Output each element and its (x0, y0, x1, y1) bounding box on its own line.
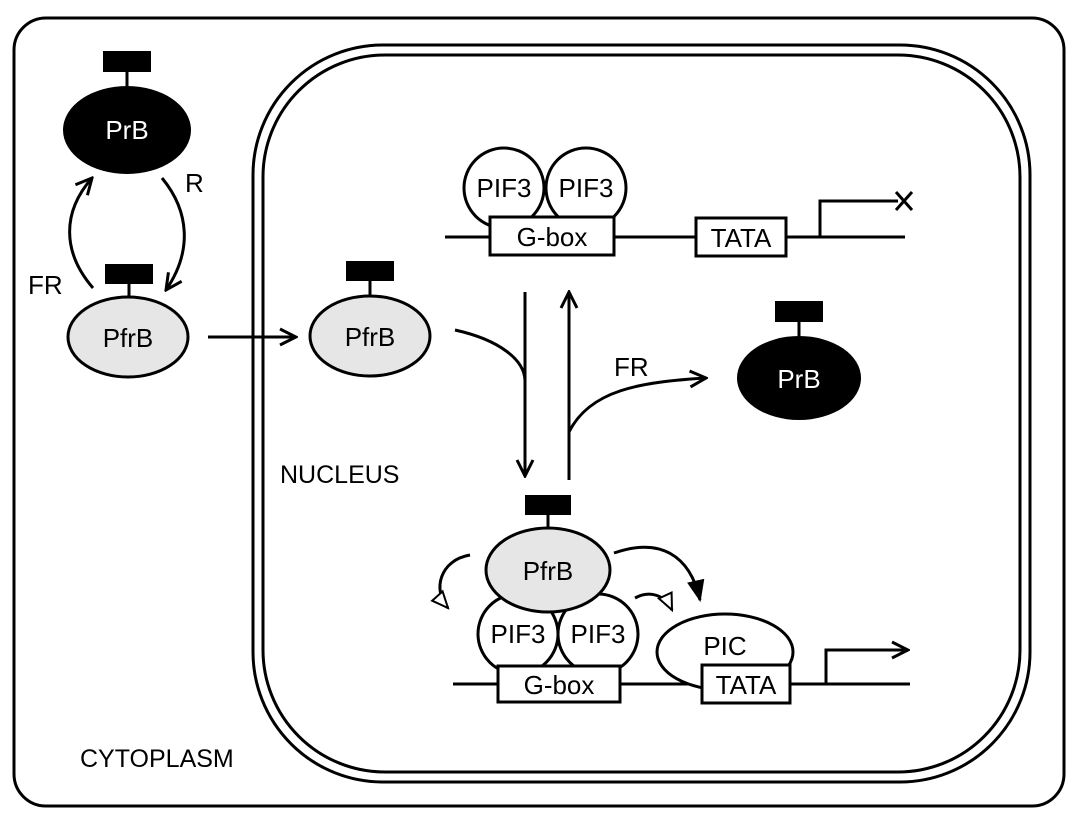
far-red-light-label: FR (28, 270, 63, 300)
nuclear-pfrb: PfrB (308, 261, 432, 378)
inactive-promoter: PIF3 PIF3 G-box TATA (445, 146, 914, 258)
cell-boundary (12, 16, 1066, 808)
chromophore-tag (525, 495, 571, 515)
blocked-transcription-icon (894, 191, 914, 211)
chromophore-tag (103, 51, 151, 72)
far-red-light-arrow (68, 178, 93, 289)
tata-element (694, 216, 788, 258)
pfrb-ellipse (484, 526, 612, 614)
tata-label: TATA (716, 670, 777, 700)
nuclear-prb: PrB (737, 301, 861, 420)
pif3-label: PIF3 (559, 173, 614, 203)
chromophore-tag (105, 264, 153, 284)
pfrb-ellipse (66, 295, 190, 379)
red-light-arrow (160, 177, 186, 290)
cyto-prb-label: PrB (105, 115, 148, 145)
gbox-element (496, 664, 622, 704)
prb-ellipse (737, 336, 861, 420)
pic-open-arrow (634, 594, 674, 610)
transcription-start (824, 650, 908, 684)
pic-recruitment-arrow (613, 545, 705, 603)
nuclear-prb-label: PrB (777, 364, 820, 394)
active-promoter: PIF3 PIF3 PfrB G-box PIC TATA (440, 495, 910, 705)
pif3-label: PIF3 (571, 619, 626, 649)
chromophore-tag (775, 301, 823, 322)
tata-element (700, 663, 792, 705)
far-red-release-arrow (567, 378, 706, 433)
gbox-label: G-box (517, 222, 588, 252)
pif3-activation-arrow (440, 553, 471, 608)
chromophore-tag (346, 261, 394, 281)
gbox-element (488, 215, 616, 257)
pfrb-ellipse (308, 294, 432, 378)
pif3-label: PIF3 (477, 173, 532, 203)
cyto-pfrb: PfrB (66, 264, 190, 379)
nuclear-far-red-label: FR (614, 352, 649, 382)
red-light-label: R (185, 168, 204, 198)
prb-ellipse (63, 86, 191, 174)
tata-label: TATA (711, 223, 772, 253)
cytoplasm-label: CYTOPLASM (80, 745, 234, 773)
nuclear-pfrb-label: PfrB (345, 322, 396, 352)
cyto-pfrb-label: PfrB (103, 323, 154, 353)
pif3-label: PIF3 (491, 619, 546, 649)
nuclear-envelope (251, 43, 1032, 784)
pic-label: PIC (703, 631, 746, 661)
active-pfrb-label: PfrB (523, 556, 574, 586)
nucleus-label: NUCLEUS (280, 461, 399, 489)
transcription-start (818, 199, 898, 237)
gbox-label: G-box (524, 670, 595, 700)
cyto-prb: PrB (63, 51, 191, 174)
